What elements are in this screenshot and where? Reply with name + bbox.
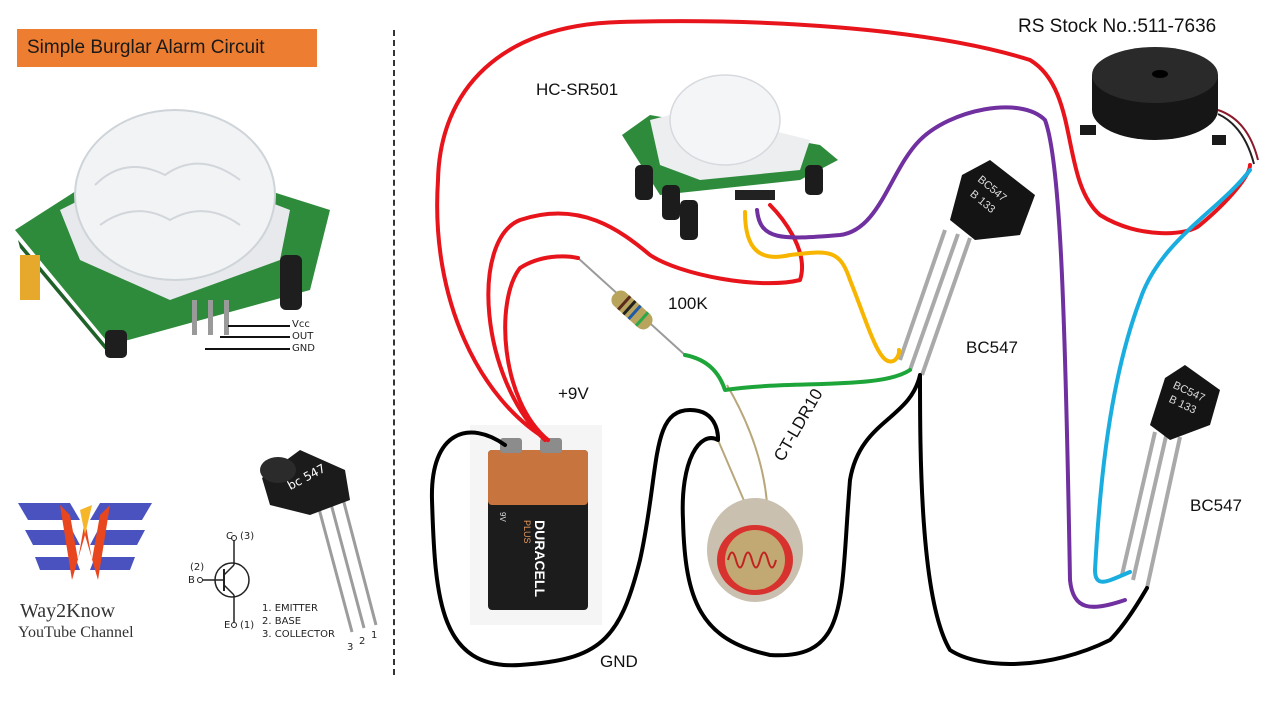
leg-number-2: 2 (359, 636, 366, 647)
title-banner: Simple Burglar Alarm Circuit (17, 29, 317, 67)
wire-bias-green (683, 353, 912, 392)
pir-gnd-label: GND (292, 343, 315, 354)
emitter-pin-number: (1) (240, 620, 255, 631)
battery-sub-brand: PLUS (522, 520, 532, 544)
wire-buzzer-to-transistor2 (1093, 168, 1252, 584)
pinout-legend-2: 2. BASE (262, 616, 302, 627)
pir-out-label: OUT (292, 331, 314, 342)
bc547-package-illustration (260, 450, 378, 633)
transistor-2 (1120, 365, 1220, 589)
way2know-logo (18, 503, 152, 580)
resistor-100k (577, 257, 686, 356)
logo-name: Way2Know (20, 600, 116, 622)
collector-pin-number: (3) (240, 531, 255, 542)
leg-number-1: 1 (371, 630, 378, 641)
wire-pir-to-collector2 (755, 105, 1127, 609)
wire-positive-to-pir-vcc (486, 203, 804, 442)
base-pin-number: (2) (190, 562, 205, 573)
panel-divider (393, 30, 395, 675)
pir-module-photo (15, 109, 330, 358)
leg-number-3: 3 (347, 642, 354, 653)
emitter-pin-label: E (224, 620, 231, 631)
battery-brand: DURACELL (532, 520, 548, 597)
base-pin-label: B (188, 575, 195, 586)
page-title: Simple Burglar Alarm Circuit (27, 37, 265, 58)
pinout-legend-1: 1. EMITTER (262, 603, 318, 614)
buzzer-label: RS Stock No.:511-7636 (1018, 16, 1217, 37)
transistor-1 (898, 160, 1035, 376)
wire-positive-to-buzzer (435, 19, 1252, 442)
ldr-sensor (707, 384, 803, 602)
transistor1-label: BC547 (966, 338, 1018, 357)
pinout-legend-3: 3. COLLECTOR (262, 629, 335, 640)
pir-vcc-label: Vcc (292, 319, 310, 330)
collector-pin-label: C (226, 531, 233, 542)
buzzer (1080, 47, 1259, 165)
battery-label: +9V (558, 384, 589, 403)
hc-sr501-module (622, 74, 838, 240)
battery-voltage: 9V (498, 512, 507, 522)
pir-label: HC-SR501 (536, 80, 619, 99)
battery-9v (470, 425, 602, 625)
transistor2-label: BC547 (1190, 496, 1242, 515)
wire-positive-to-resistor (503, 254, 580, 442)
transistor-symbol (197, 535, 250, 628)
wire-ground (429, 373, 1149, 668)
resistor-label: 100K (668, 294, 708, 313)
logo-subtitle: YouTube Channel (18, 624, 134, 641)
wire-pir-out-to-base (743, 210, 902, 364)
ground-label: GND (600, 652, 638, 671)
